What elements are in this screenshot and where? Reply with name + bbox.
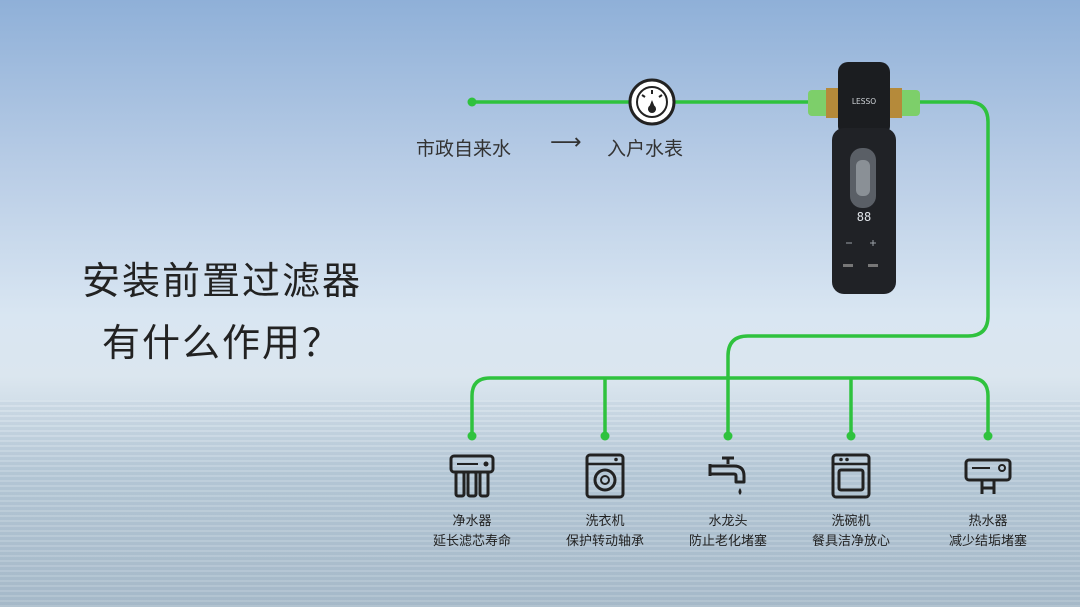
filter-display-digits: 88 bbox=[857, 210, 871, 224]
water-background bbox=[0, 400, 1080, 607]
dishwasher-icon bbox=[831, 453, 871, 499]
outlet-subtitle: 延长滤芯寿命 bbox=[432, 534, 511, 549]
outlet-title: 洗碗机 bbox=[831, 514, 871, 529]
water-purifier-icon bbox=[449, 454, 495, 498]
outlet-dot bbox=[983, 431, 993, 441]
outlet-pipe bbox=[726, 100, 990, 436]
pre-filter-device: 88 LESSO bbox=[808, 62, 920, 294]
meter-label: 入户水表 bbox=[607, 138, 684, 160]
source-label: 市政自来水 bbox=[416, 138, 512, 160]
arrow-right-icon: ⟶ bbox=[550, 130, 582, 155]
washing-machine-icon bbox=[585, 453, 625, 499]
outlet-subtitle: 防止老化堵塞 bbox=[688, 534, 767, 549]
outlet-dot bbox=[723, 431, 733, 441]
outlet-title: 水龙头 bbox=[708, 514, 748, 529]
distribution-pipe bbox=[470, 376, 990, 436]
outlet-subtitle: 减少结垢堵塞 bbox=[948, 534, 1027, 549]
faucet-icon bbox=[708, 456, 746, 495]
outlet-dot bbox=[846, 431, 856, 441]
water-heater-icon bbox=[964, 458, 1012, 494]
outlet-title: 净水器 bbox=[452, 514, 492, 529]
outlet-title: 洗衣机 bbox=[585, 514, 625, 529]
headline-line-1: 安装前置过滤器 bbox=[82, 259, 363, 303]
water-meter-icon bbox=[628, 78, 676, 126]
filter-brand-label: LESSO bbox=[852, 97, 876, 106]
outlet-subtitle: 保护转动轴承 bbox=[565, 534, 644, 549]
outlet-title: 热水器 bbox=[968, 514, 1008, 529]
outlet-dot bbox=[600, 431, 610, 441]
outlet-dot bbox=[467, 431, 477, 441]
headline-line-2: 有什么作用？ bbox=[102, 321, 343, 365]
outlet-subtitle: 餐具洁净放心 bbox=[811, 534, 890, 549]
